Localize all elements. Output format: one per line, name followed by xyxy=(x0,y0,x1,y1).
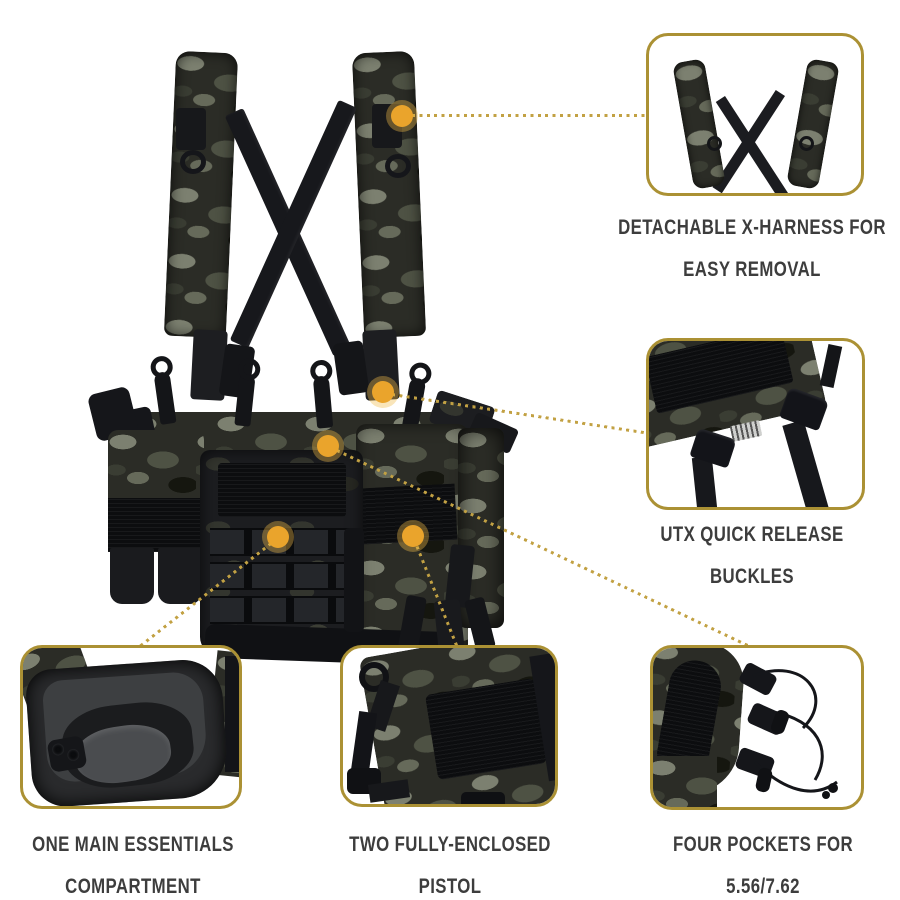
inset-pistol-pouches xyxy=(340,645,558,807)
left-pouch-bottom-2 xyxy=(158,548,202,604)
inset-bungee-cords xyxy=(752,669,838,799)
callout-dot-compartment xyxy=(267,526,289,548)
inset-bottom-clip xyxy=(461,792,505,804)
inset-pouch-velcro xyxy=(424,677,548,781)
inset-utx-buckles xyxy=(646,338,865,510)
callout-dot-pistol-pouches xyxy=(402,525,424,547)
left-shoulder-pad xyxy=(163,50,239,339)
inset-side-strap xyxy=(225,656,239,772)
inset-top-strap xyxy=(819,344,843,388)
caption-x-harness: DETACHABLE X-HARNESS FOR EASY REMOVAL xyxy=(618,216,886,281)
inset-flashlight-lens-2 xyxy=(66,747,81,762)
left-mag-pouch xyxy=(108,430,204,504)
inset-mag-pockets xyxy=(650,645,864,810)
inset-left-pad xyxy=(672,58,726,190)
inset-main-compartment xyxy=(20,645,242,809)
inset-velcro-strip xyxy=(649,341,794,414)
caption-mag-pockets: FOUR POCKETS FOR 5.56/7.62 MAGAZINES xyxy=(672,833,853,898)
inset-x-harness xyxy=(646,33,864,196)
left-strap-loop-patch xyxy=(176,108,206,150)
molle-row-2 xyxy=(210,562,354,590)
right-d-ring-icon xyxy=(385,154,411,178)
inset-flashlight-lens-1 xyxy=(51,742,66,757)
connector-x-harness xyxy=(412,114,648,117)
bungee-pull-tab-3 xyxy=(312,375,334,429)
inset-camo-lower xyxy=(653,756,717,807)
left-pouch-velcro xyxy=(108,498,204,552)
front-panel-velcro xyxy=(218,463,346,517)
right-shoulder-pad xyxy=(351,50,427,339)
callout-dot-x-harness xyxy=(391,105,413,127)
inset-buckle-strap-2 xyxy=(782,419,830,507)
callout-dot-mag-pockets xyxy=(317,435,339,457)
inset-flashlight xyxy=(46,735,88,773)
inset-d-ring-left-icon xyxy=(707,136,722,151)
inset-d-ring-icon xyxy=(359,662,389,692)
caption-utx-buckles: UTX QUICK RELEASE BUCKLES xyxy=(660,523,844,588)
molle-row-3 xyxy=(210,596,354,624)
caption-pistol-pouches: TWO FULLY-ENCLOSED PISTOL MAG POUCHES xyxy=(349,833,551,898)
callout-dot-buckles xyxy=(372,381,394,403)
center-bungee-strap xyxy=(344,528,364,632)
caption-main-compartment: ONE MAIN ESSENTIALS COMPARTMENT xyxy=(32,833,234,898)
left-pouch-bottom-1 xyxy=(110,548,154,604)
inset-right-pad xyxy=(786,58,840,190)
inset-d-ring-right-icon xyxy=(799,136,814,151)
left-d-ring-icon xyxy=(180,150,206,174)
